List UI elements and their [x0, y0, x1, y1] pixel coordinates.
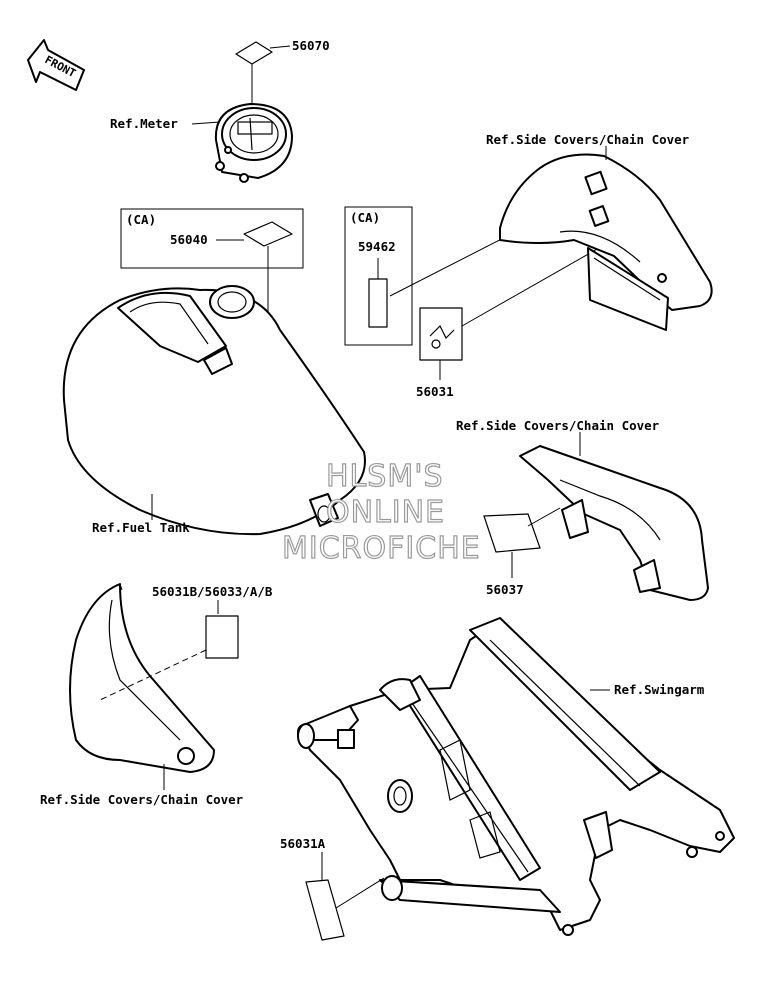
- callout-ref-swingarm[interactable]: Ref.Swingarm: [614, 682, 705, 697]
- callout-56040[interactable]: 56040: [170, 232, 208, 247]
- watermark: HLSM'S ONLINE MICROFICHE: [281, 458, 481, 566]
- watermark-line-3: MICROFICHE: [282, 531, 481, 566]
- callout-56031a[interactable]: 56031A: [280, 836, 326, 851]
- label-56037-part[interactable]: [483, 513, 541, 553]
- swingarm-part[interactable]: [297, 617, 735, 936]
- side-cover-lower-part[interactable]: [69, 583, 215, 773]
- front-arrow-icon: FRONT: [27, 39, 85, 91]
- meter-part[interactable]: [214, 103, 293, 183]
- callout-59462[interactable]: 59462: [358, 239, 396, 254]
- watermark-line-1: HLSM'S: [326, 459, 444, 494]
- label-56031b-part[interactable]: [205, 615, 239, 659]
- callout-ref-meter[interactable]: Ref.Meter: [110, 116, 178, 131]
- ca-label-1: (CA): [126, 212, 156, 227]
- fuel-tank-part[interactable]: [62, 285, 366, 536]
- callout-ref-fuel-tank[interactable]: Ref.Fuel Tank: [92, 520, 190, 535]
- callout-ref-side-covers-3[interactable]: Ref.Side Covers/Chain Cover: [40, 792, 244, 807]
- label-56070-part[interactable]: [235, 41, 273, 65]
- ca-box-59462: [344, 206, 413, 346]
- label-59462-part[interactable]: [368, 278, 388, 328]
- watermark-line-2: ONLINE: [326, 495, 445, 530]
- side-cover-middle-part[interactable]: [519, 445, 709, 601]
- callout-56031b[interactable]: 56031B/56033/A/B: [152, 584, 273, 599]
- label-56031a-part[interactable]: [305, 879, 345, 941]
- callout-56070[interactable]: 56070: [292, 38, 330, 53]
- callout-56031[interactable]: 56031: [416, 384, 454, 399]
- label-56040-part[interactable]: [243, 221, 293, 247]
- side-cover-upper-part[interactable]: [499, 153, 713, 331]
- ca-box-56040: [120, 208, 304, 269]
- callout-56037[interactable]: 56037: [486, 582, 524, 597]
- label-56031-part[interactable]: [419, 307, 463, 361]
- ca-label-2: (CA): [350, 210, 380, 225]
- callout-ref-side-covers-2[interactable]: Ref.Side Covers/Chain Cover: [456, 418, 660, 433]
- callout-ref-side-covers-1[interactable]: Ref.Side Covers/Chain Cover: [486, 132, 690, 147]
